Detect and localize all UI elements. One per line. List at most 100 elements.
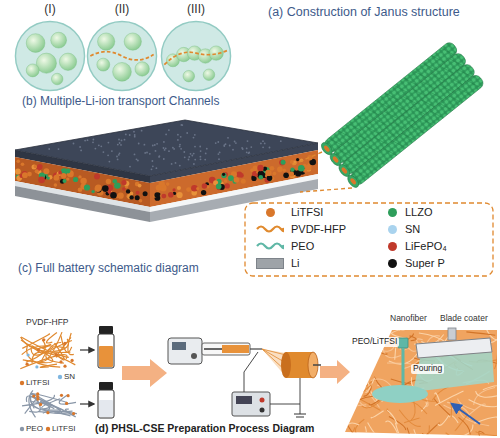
- speckle: [124, 139, 126, 141]
- speckle: [175, 162, 177, 164]
- llzo-sphere: [98, 33, 115, 50]
- legend-sample: [385, 221, 399, 237]
- figure-label: Blade coater: [440, 314, 488, 324]
- line-shape: [80, 403, 94, 404]
- circle-ground: [87, 21, 156, 90]
- particle: [259, 175, 264, 180]
- speckle: [165, 148, 167, 150]
- polymer-chain: [21, 340, 41, 353]
- polymer-chain: [46, 333, 56, 343]
- speckle: [108, 142, 110, 144]
- particle: [110, 192, 117, 199]
- fiber: [340, 62, 477, 176]
- speckle: [173, 148, 175, 150]
- speckle: [119, 152, 121, 154]
- nanofiber-strand: [476, 391, 500, 397]
- circle-ground: [161, 21, 230, 90]
- particle: [222, 173, 225, 176]
- particle: [35, 169, 39, 173]
- particle-circle-outline: [86, 20, 158, 92]
- speckle: [117, 144, 119, 146]
- polygon-shape: [320, 360, 350, 384]
- line-shape: [296, 417, 304, 418]
- legend-sample: [385, 204, 399, 220]
- salt-dot: [67, 394, 70, 397]
- speckle: [179, 165, 181, 167]
- line-shape: [300, 404, 301, 414]
- speckle: [194, 134, 196, 136]
- salt-dot: [26, 363, 29, 366]
- nanofiber-strand: [394, 348, 396, 360]
- salt-dot: [42, 338, 45, 341]
- speckle: [269, 147, 271, 149]
- speckle: [191, 155, 193, 157]
- particle: [201, 190, 206, 195]
- legend-entry: Li: [255, 255, 300, 271]
- salt-dot: [39, 403, 42, 406]
- ion-path: [90, 52, 153, 60]
- particle: [34, 165, 37, 168]
- nanofiber-strand: [344, 396, 373, 409]
- salt-dot: [71, 359, 74, 362]
- nanofiber-strand: [325, 431, 344, 438]
- g-shape: [20, 332, 77, 431]
- speckle: [217, 141, 219, 143]
- twist-line: [439, 99, 452, 114]
- speckle: [125, 134, 127, 136]
- speckle: [194, 159, 196, 161]
- salt-dot: [36, 395, 39, 398]
- legend-entry: LLZO: [385, 204, 433, 220]
- llzo-sphere: [51, 32, 67, 48]
- figure-label: (b) Multiple-Li-ion transport Channels: [22, 95, 219, 109]
- nanofiber-strand: [333, 434, 361, 437]
- speckle: [227, 137, 229, 139]
- polygon-shape: [122, 359, 167, 387]
- figure-label: Nanofiber: [390, 314, 427, 324]
- nanofiber-strand: [387, 410, 397, 424]
- speckle: [116, 156, 118, 158]
- circle-shape: [191, 353, 197, 359]
- speckle: [246, 148, 248, 150]
- legend-swatch: [256, 258, 284, 269]
- figure-label: LiTFSI: [26, 378, 50, 387]
- speckle: [181, 124, 183, 126]
- nanofiber-strand: [326, 430, 341, 438]
- polymer-chain: [65, 409, 75, 417]
- llzo-sphere: [51, 73, 63, 85]
- speckle: [73, 143, 75, 145]
- particle: [58, 171, 62, 175]
- speckle: [246, 151, 248, 153]
- speckle: [242, 148, 244, 150]
- nanofiber-strand: [346, 372, 366, 384]
- speckle: [141, 130, 143, 132]
- speckle: [235, 142, 237, 144]
- nanofiber-strand: [326, 399, 341, 419]
- nanofiber-strand: [341, 427, 355, 438]
- legend-line-sample: [256, 223, 284, 235]
- particle: [95, 184, 102, 191]
- nanofiber-strand: [317, 409, 343, 418]
- nanofiber-strand: [466, 332, 495, 335]
- line-shape: [294, 414, 306, 415]
- particle: [56, 174, 59, 177]
- rect-shape: [99, 346, 113, 367]
- speckle: [103, 151, 105, 153]
- figure-label: (c) Full battery schematic diagram: [18, 262, 199, 276]
- speckle: [129, 134, 131, 136]
- polyline-shape: [270, 378, 300, 404]
- particle: [166, 182, 170, 186]
- rect-shape: [98, 334, 114, 368]
- llzo-sphere: [26, 64, 39, 77]
- fiber-core: [341, 166, 349, 174]
- speckle: [164, 149, 166, 151]
- particle: [16, 160, 20, 164]
- speckle: [225, 143, 227, 145]
- legend-line-sample: [256, 240, 284, 252]
- nanofiber-strand: [476, 432, 500, 437]
- llzo-sphere: [135, 62, 149, 76]
- wave-line: [257, 244, 284, 249]
- speckle: [186, 132, 188, 134]
- llzo-sphere: [113, 62, 132, 81]
- particle: [66, 169, 71, 174]
- speckle: [229, 145, 231, 147]
